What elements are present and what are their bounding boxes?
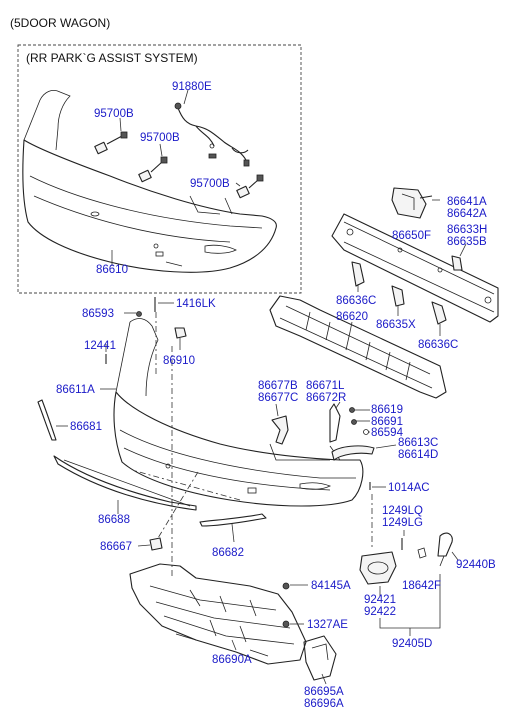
label-92422: 92422 xyxy=(364,606,396,618)
clip-86691 xyxy=(351,419,370,425)
screw-1327AE xyxy=(282,620,304,628)
label-95700B-2: 95700B xyxy=(140,132,180,144)
label-86691: 86691 xyxy=(371,416,403,428)
label-86635X: 86635X xyxy=(376,319,416,331)
label-1014AC: 1014AC xyxy=(388,482,430,494)
label-86633H: 86633H xyxy=(447,224,487,236)
label-86611A: 86611A xyxy=(56,384,95,396)
label-86682: 86682 xyxy=(212,547,244,559)
bracket-86636C-right xyxy=(431,301,447,325)
clip-86910 xyxy=(174,327,187,350)
bracket-86677B xyxy=(271,415,289,445)
centerline-3 xyxy=(131,469,241,501)
label-86695A: 86695A xyxy=(304,686,344,698)
label-86614D: 86614D xyxy=(398,449,438,461)
label-92421: 92421 xyxy=(364,594,396,606)
bumper-cover-86611A xyxy=(113,318,364,507)
variant-title: (5DOOR WAGON) xyxy=(10,16,110,30)
label-92405D: 92405D xyxy=(392,638,432,650)
parking-sensor-1 xyxy=(94,131,128,155)
label-1327AE: 1327AE xyxy=(307,619,348,631)
clip-86594 xyxy=(363,429,370,435)
label-86619: 86619 xyxy=(371,404,403,416)
label-86650F: 86650F xyxy=(392,230,431,242)
label-86636C-1: 86636C xyxy=(336,295,376,307)
parking-sensor-3 xyxy=(236,174,264,199)
label-95700B-1: 95700B xyxy=(94,108,134,120)
label-86672R: 86672R xyxy=(306,392,346,404)
label-86636C-2: 86636C xyxy=(418,339,458,351)
bracket-86633H xyxy=(451,255,463,271)
label-18642F: 18642F xyxy=(402,580,441,592)
label-1249LG: 1249LG xyxy=(382,517,423,529)
screw-1014AC xyxy=(369,482,386,490)
label-86696A: 86696A xyxy=(304,698,344,710)
label-86677B: 86677B xyxy=(258,380,298,392)
energy-absorber-86620 xyxy=(269,295,447,399)
bumper-rail-86650F xyxy=(331,213,499,323)
centerline-2 xyxy=(157,471,199,539)
label-86677C: 86677C xyxy=(258,392,298,404)
label-86620: 86620 xyxy=(336,311,368,323)
label-84145A: 84145A xyxy=(311,580,351,592)
lower-strip-86688 xyxy=(53,455,197,511)
label-86642A: 86642A xyxy=(447,208,487,220)
label-86610: 86610 xyxy=(96,264,128,276)
undercover-86690A xyxy=(129,563,307,665)
label-86667: 86667 xyxy=(100,541,132,553)
socket-92440B xyxy=(437,532,453,567)
label-86690A: 86690A xyxy=(212,654,252,666)
park-assist-inset-box xyxy=(17,44,302,294)
label-86641A: 86641A xyxy=(447,196,487,208)
bulb-18642F xyxy=(417,547,427,559)
sensor-wiring-harness xyxy=(174,102,250,167)
label-86593: 86593 xyxy=(82,308,114,320)
inset-title: (RR PARK`G ASSIST SYSTEM) xyxy=(26,51,198,65)
lower-strip-86682 xyxy=(199,513,267,527)
side-cover-86695A xyxy=(303,635,337,681)
bracket-86641A xyxy=(391,187,433,219)
label-86613C: 86613C xyxy=(398,437,438,449)
label-86681: 86681 xyxy=(70,421,102,433)
cap-86667 xyxy=(149,537,163,551)
side-bracket-86671L xyxy=(329,403,341,443)
label-1249LQ: 1249LQ xyxy=(382,505,423,517)
clip-86593 xyxy=(124,311,142,317)
garnish-strip-86681 xyxy=(37,399,57,441)
label-86688: 86688 xyxy=(98,514,130,526)
bracket-86636C-left xyxy=(351,261,365,287)
inset-bumper-cover xyxy=(22,90,277,273)
bracket-86635X xyxy=(391,285,405,307)
label-12441: 12441 xyxy=(84,340,116,352)
label-86671L: 86671L xyxy=(306,380,345,392)
parking-sensor-2 xyxy=(138,156,168,183)
label-86635B: 86635B xyxy=(447,236,487,248)
screw-1249LQ xyxy=(401,530,405,550)
screw-1416LK xyxy=(154,297,174,312)
label-86910: 86910 xyxy=(163,355,195,367)
label-95700B-3: 95700B xyxy=(190,178,230,190)
label-1416LK: 1416LK xyxy=(176,298,216,310)
bracket-86613C xyxy=(331,445,375,461)
nut-84145A xyxy=(282,582,308,590)
label-86594: 86594 xyxy=(371,427,404,439)
license-lamp-92405D xyxy=(359,551,397,585)
label-92440B: 92440B xyxy=(456,559,496,571)
screw-86619 xyxy=(349,407,370,413)
label-91880E: 91880E xyxy=(172,81,212,93)
